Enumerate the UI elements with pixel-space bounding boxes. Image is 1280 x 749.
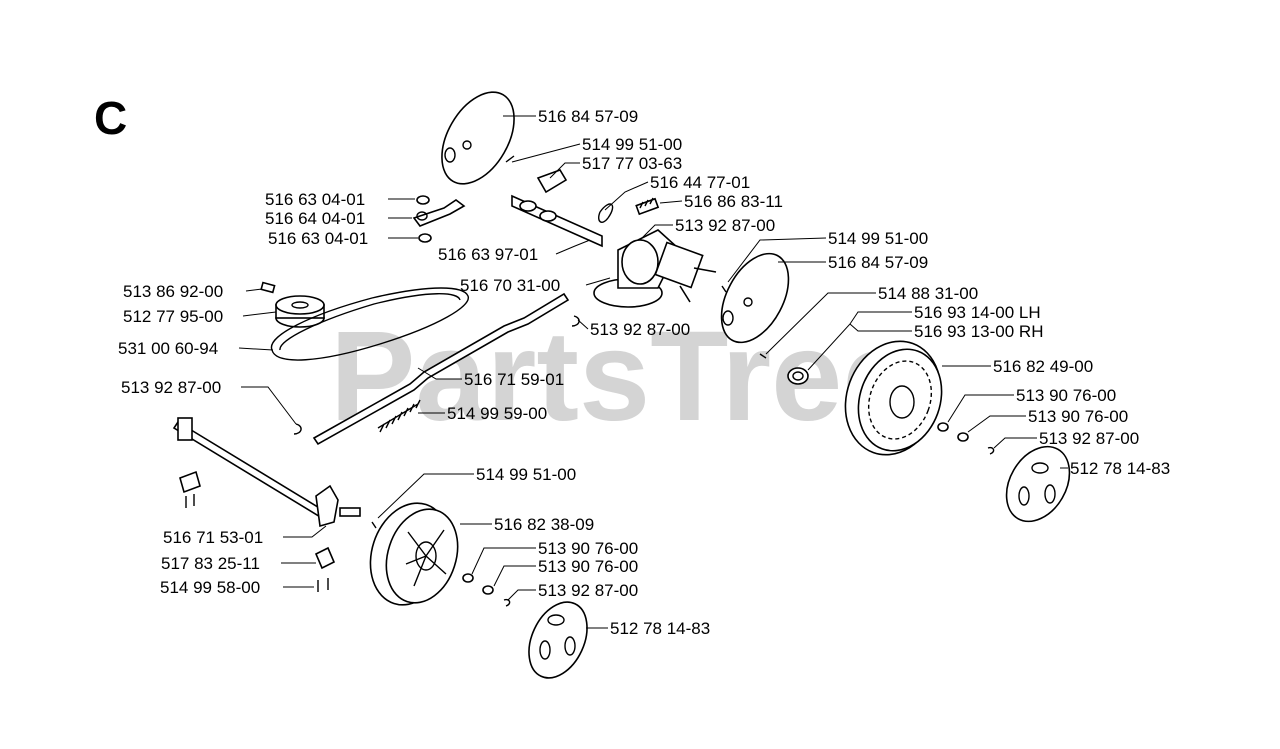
wheel-bushing[interactable] <box>787 367 809 385</box>
gear-housing[interactable] <box>593 229 717 308</box>
hairpin-clip[interactable] <box>571 315 580 327</box>
nut-left-b[interactable] <box>482 585 494 595</box>
nut-right-b[interactable] <box>957 432 969 442</box>
leader-lines <box>238 115 1068 629</box>
callout-label[interactable]: 516 84 57-09 <box>538 107 638 126</box>
clip-left[interactable] <box>503 598 511 607</box>
callout-label[interactable]: 513 86 92-00 <box>123 282 223 301</box>
hairpin-clip-left[interactable] <box>293 423 302 435</box>
callout-label[interactable]: 516 64 04-01 <box>265 209 365 228</box>
callout-label[interactable]: 516 71 53-01 <box>163 528 263 547</box>
nut-left-a[interactable] <box>462 573 474 583</box>
tension-spring[interactable] <box>377 399 421 433</box>
callout-label[interactable]: 514 88 31-00 <box>878 284 978 303</box>
callout-labels: 516 84 57-09 514 99 51-00 517 77 03-63 5… <box>118 107 1170 638</box>
section-letter: C <box>94 92 127 144</box>
wheel-cap-right[interactable] <box>994 435 1082 532</box>
callout-label[interactable]: 514 99 59-00 <box>447 404 547 423</box>
hub-cap-disc-top[interactable] <box>427 80 529 197</box>
washer-bottom[interactable] <box>418 233 432 243</box>
callout-label[interactable]: 531 00 60-94 <box>118 339 218 358</box>
callout-label[interactable]: 516 84 57-09 <box>828 253 928 272</box>
callout-label[interactable]: 516 71 59-01 <box>464 370 564 389</box>
pin-part[interactable] <box>260 281 276 294</box>
callout-label[interactable]: 514 99 51-00 <box>476 465 576 484</box>
lever-bracket[interactable] <box>412 199 466 227</box>
callout-label[interactable]: 516 82 49-00 <box>993 357 1093 376</box>
rear-wheel-left[interactable] <box>358 493 469 615</box>
callout-label[interactable]: 517 83 25-11 <box>161 554 260 573</box>
callout-label[interactable]: 517 77 03-63 <box>582 154 682 173</box>
axle-bracket-top[interactable] <box>511 169 603 248</box>
callout-label[interactable]: 516 63 04-01 <box>265 190 365 209</box>
callout-label[interactable]: 516 44 77-01 <box>650 173 750 192</box>
callout-label[interactable]: 513 90 76-00 <box>538 539 638 558</box>
callout-label[interactable]: 516 63 04-01 <box>268 229 368 248</box>
callout-label[interactable]: 512 77 95-00 <box>123 307 223 326</box>
callout-label[interactable]: 514 99 58-00 <box>160 578 260 597</box>
callout-label[interactable]: 513 90 76-00 <box>538 557 638 576</box>
callout-label[interactable]: 514 99 51-00 <box>582 135 682 154</box>
callout-label[interactable]: 514 99 51-00 <box>828 229 928 248</box>
callout-label[interactable]: 516 93 13-00 RH <box>914 322 1043 341</box>
callout-label[interactable]: 516 70 31-00 <box>460 276 560 295</box>
callout-label[interactable]: 513 92 87-00 <box>121 378 221 397</box>
callout-label[interactable]: 513 92 87-00 <box>590 320 690 339</box>
clip-wheel-left[interactable] <box>371 521 377 529</box>
bushing-pin[interactable] <box>759 353 767 359</box>
washer-top[interactable] <box>416 195 430 205</box>
clip-pin[interactable] <box>721 285 727 293</box>
callout-label[interactable]: 516 82 38-09 <box>494 515 594 534</box>
drive-belt[interactable] <box>270 287 469 361</box>
rear-axle[interactable] <box>172 417 361 528</box>
pulley[interactable] <box>275 295 325 328</box>
callout-label[interactable]: 516 86 83-11 <box>684 192 783 211</box>
callout-label[interactable]: 513 92 87-00 <box>538 581 638 600</box>
mount-bracket-bottom[interactable] <box>314 546 336 592</box>
callout-label[interactable]: 512 78 14-83 <box>1070 459 1170 478</box>
mount-bracket-left[interactable] <box>179 470 201 508</box>
callout-label[interactable]: 513 90 76-00 <box>1016 386 1116 405</box>
spring-clip[interactable] <box>598 203 614 223</box>
callout-label[interactable]: 512 78 14-83 <box>610 619 710 638</box>
callout-label[interactable]: 513 92 87-00 <box>1039 429 1139 448</box>
rear-wheel-right[interactable] <box>830 328 956 468</box>
clip-part[interactable] <box>505 155 515 163</box>
callout-label[interactable]: 516 93 14-00 LH <box>914 303 1041 322</box>
nut-right-a[interactable] <box>937 422 949 432</box>
callout-label[interactable]: 513 92 87-00 <box>675 216 775 235</box>
callout-label[interactable]: 516 63 97-01 <box>438 245 538 264</box>
hub-cap-disc-middle[interactable] <box>708 242 803 353</box>
callout-label[interactable]: 513 90 76-00 <box>1028 407 1128 426</box>
wheel-cap-left[interactable] <box>518 593 599 687</box>
small-spring[interactable] <box>635 197 660 216</box>
clip-right[interactable] <box>987 446 995 455</box>
